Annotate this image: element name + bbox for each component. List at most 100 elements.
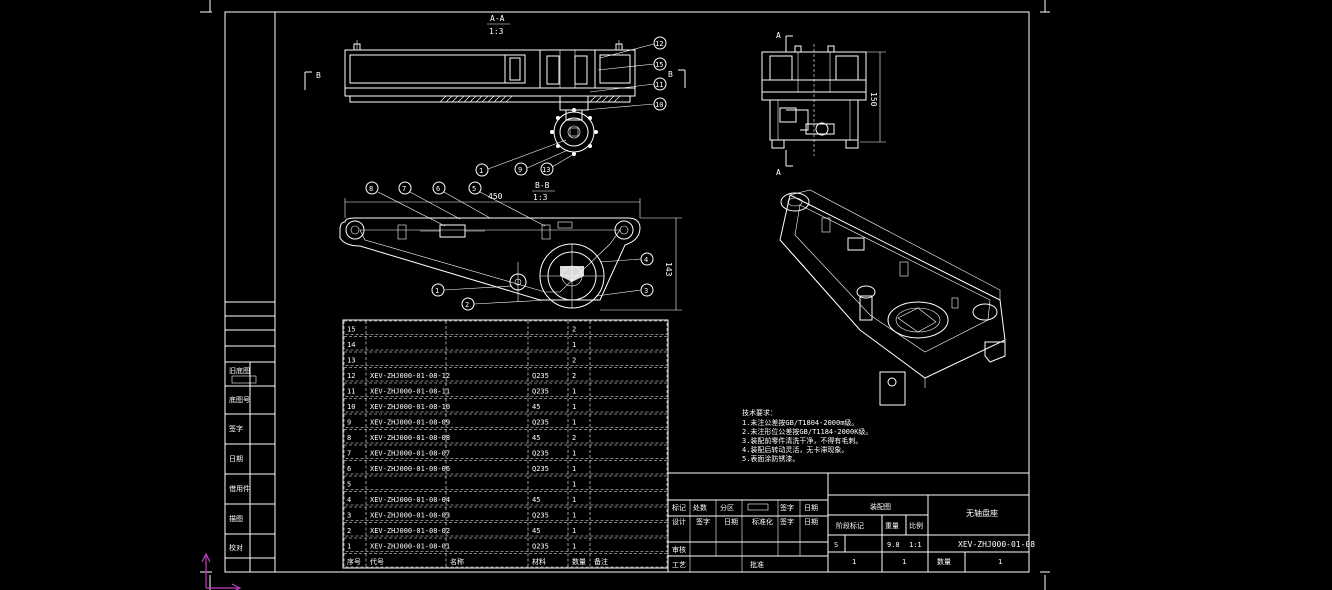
parts-list-cell: 14 [347, 341, 355, 349]
parts-list-cell: 2 [572, 434, 576, 442]
balloon-5: 5 [468, 181, 546, 227]
parts-list-cell: 1 [572, 481, 576, 489]
view-marker-b-left: B [316, 71, 321, 80]
parts-list-cell: 10 [347, 403, 355, 411]
parts-list-cell: Q235 [532, 543, 549, 551]
approval-0: 审核 [672, 545, 686, 554]
view-marker-a-top: A [776, 31, 781, 40]
svg-text:13: 13 [542, 166, 550, 174]
stage-header: 阶段标记 [836, 521, 864, 530]
parts-list-cell: XEV-ZHJ000-01-08-07 [370, 450, 450, 458]
balloon-1-aa: 1 [475, 139, 567, 177]
section-bb-label: B-B [535, 181, 550, 190]
tech-note-4: 4.装配后转动灵活，无卡滞现象。 [742, 445, 848, 454]
svg-text:4: 4 [644, 256, 648, 264]
dim-side: 150 [869, 92, 878, 107]
svg-text:3: 3 [644, 287, 648, 295]
side-strip-label-6: 校对 [229, 543, 243, 552]
rev-header-0: 标记 [672, 503, 686, 512]
parts-list-cell: 4 [347, 496, 351, 504]
side-strip-label-5: 描图 [229, 514, 243, 523]
dim-width: 450 [488, 192, 503, 201]
parts-list-cell: XEV-ZHJ000-01-08-08 [370, 434, 450, 442]
parts-list-cell: 2 [347, 527, 351, 535]
parts-list-cell: 6 [347, 465, 351, 473]
balloon-2: 2 [461, 297, 549, 311]
weight-header: 重量 [885, 522, 899, 530]
parts-list-cell: 7 [347, 450, 351, 458]
balloon-12: 12 [599, 36, 667, 59]
side-strip-label-1: 底图号 [229, 395, 250, 404]
rev2-header-1: 签字 [696, 517, 710, 526]
parts-list-cell: 2 [572, 357, 576, 365]
section-bb-view[interactable]: B-B 1:3 450 143 [339, 181, 682, 311]
parts-list-cell: 45 [532, 403, 540, 411]
parts-list-cell: 1 [572, 512, 576, 520]
balloon-6: 6 [432, 181, 491, 219]
qty-value: 1 [998, 558, 1002, 566]
parts-list-cell: 1 [572, 496, 576, 504]
parts-list-cell: 1 [572, 388, 576, 396]
parts-list-cell: 1 [572, 341, 576, 349]
gear-teeth-aa [550, 108, 598, 156]
parts-list-cell: 数量 [572, 557, 586, 566]
parts-list-cell: XEV-ZHJ000-01-08-03 [370, 512, 450, 520]
qty-label: 数量 [937, 557, 951, 566]
parts-list-cell: 1 [572, 527, 576, 535]
parts-list-cell: 5 [347, 481, 351, 489]
balloon-4: 4 [599, 252, 654, 266]
tech-note-5: 5.表面涂防锈漆。 [742, 454, 799, 463]
tech-note-1: 1.未注公差按GB/T1804-2000m级。 [742, 418, 858, 427]
section-aa-scale: 1:3 [489, 27, 504, 36]
balloon-9: 9 [514, 149, 569, 176]
parts-list-cell: Q235 [532, 372, 549, 380]
approval-1: 工艺 [672, 561, 686, 569]
section-aa-view[interactable]: A-A 1:3 B B [304, 14, 686, 177]
section-bb-scale: 1:3 [533, 193, 548, 202]
isometric-view[interactable] [779, 189, 1006, 406]
parts-list-cell: 45 [532, 527, 540, 535]
parts-list-cell: 1 [572, 450, 576, 458]
tech-note-3: 3.装配前零件清洗干净，不得有毛刺。 [742, 436, 862, 445]
view-marker-b-right: B [668, 70, 673, 79]
parts-list-cell: 15 [347, 326, 355, 334]
dim-height: 143 [664, 262, 673, 277]
parts-list-cell: 45 [532, 496, 540, 504]
technical-notes: 技术要求： 1.未注公差按GB/T1804-2000m级。 2.未注形位公差按G… [742, 408, 872, 463]
svg-text:6: 6 [436, 185, 440, 193]
ucs-axis-icon [201, 552, 242, 590]
side-strip-label-2: 签字 [229, 424, 243, 433]
weight-value: 9.8 [887, 541, 900, 549]
scale-value: 1:1 [909, 541, 922, 549]
side-strip-label-4: 借用件 [229, 484, 250, 493]
title-block[interactable]: 标记 处数 分区 签字 日期 设计 签字 日期 标准化 签字 日期 审核 工艺 … [667, 472, 1035, 573]
svg-text:12: 12 [655, 40, 663, 48]
balloon-3: 3 [595, 283, 654, 297]
rev-header-5: 日期 [804, 504, 818, 512]
parts-list-cell: 1 [572, 419, 576, 427]
parts-list-cell: 材料 [532, 557, 546, 566]
balloon-8: 8 [365, 181, 446, 227]
parts-list-cell: 序号 [347, 557, 361, 566]
parts-list-cell: 1 [572, 465, 576, 473]
rev-header-4: 签字 [780, 503, 794, 512]
svg-text:1: 1 [479, 167, 483, 175]
side-view[interactable]: A A 150 [761, 31, 886, 177]
drawing-number: XEV-ZHJ000-01-08 [958, 540, 1035, 549]
parts-list-cell: Q235 [532, 450, 549, 458]
balloon-7: 7 [398, 181, 461, 220]
balloon-11: 11 [589, 77, 667, 93]
svg-text:7: 7 [402, 185, 406, 193]
stage-value: S [834, 541, 838, 549]
svg-text:15: 15 [655, 61, 663, 69]
